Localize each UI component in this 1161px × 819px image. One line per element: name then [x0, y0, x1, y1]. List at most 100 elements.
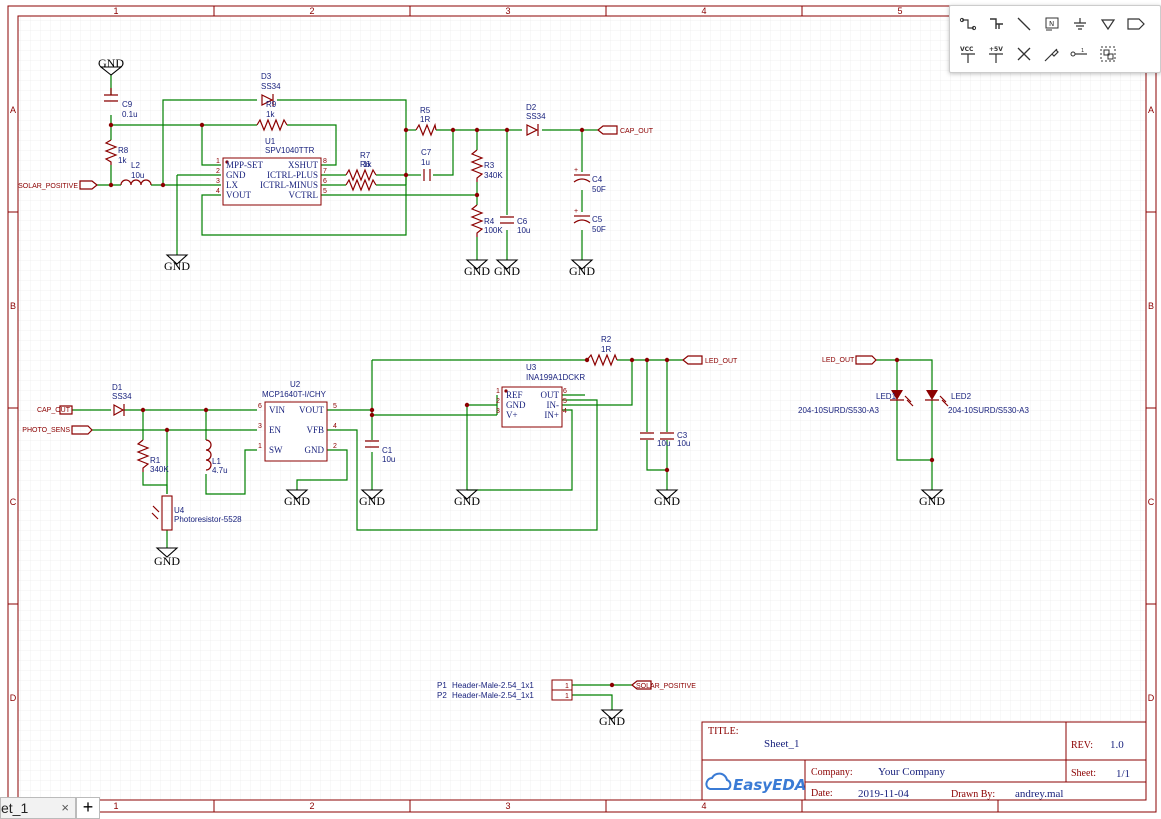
- svg-text:SW: SW: [269, 445, 283, 455]
- noconnect-icon[interactable]: [1012, 42, 1036, 66]
- resistor-r4[interactable]: R4 100K: [470, 204, 503, 237]
- ground-icon[interactable]: [1068, 12, 1092, 36]
- wires-section-a: [96, 75, 598, 260]
- svg-text:C6: C6: [517, 217, 528, 226]
- svg-text:ICTRL-MINUS: ICTRL-MINUS: [260, 180, 318, 190]
- inductor-l1[interactable]: L1 4.7u: [205, 439, 228, 475]
- supercap-c4[interactable]: + C4 50F: [573, 167, 606, 194]
- header-p1[interactable]: 1 P1 Header-Male-2.54_1x1: [437, 679, 573, 691]
- inductor-l2[interactable]: L2 10u: [120, 161, 152, 186]
- resistor-r5[interactable]: R5 1R: [415, 106, 437, 137]
- svg-text:LED1: LED1: [876, 392, 897, 401]
- photoresistor-u4[interactable]: U4 Photoresistor-5528: [151, 495, 242, 531]
- wire-icon[interactable]: [956, 12, 980, 36]
- svg-text:D3: D3: [261, 72, 272, 81]
- junctions-led: [894, 357, 935, 463]
- header-p2[interactable]: 1 P2 Header-Male-2.54_1x1: [437, 689, 573, 701]
- svg-text:INA199A1DCKR: INA199A1DCKR: [526, 373, 585, 382]
- svg-text:340K: 340K: [484, 171, 503, 180]
- diode-d1[interactable]: D1 SS34: [112, 383, 132, 417]
- netflag-gnd-icon[interactable]: [1096, 12, 1120, 36]
- netport-cap-out-2[interactable]: CAP_OUT: [37, 405, 73, 415]
- vcc-icon[interactable]: VCC: [956, 42, 980, 66]
- svg-text:MPP-SET: MPP-SET: [226, 160, 264, 170]
- svg-text:L1: L1: [212, 457, 221, 466]
- group-icon[interactable]: [1096, 42, 1120, 66]
- col-label: 3: [505, 801, 510, 811]
- netport-led-out-2[interactable]: LED_OUT: [822, 355, 877, 365]
- probe-icon[interactable]: [1040, 42, 1064, 66]
- company-label: Company:: [811, 767, 853, 778]
- gnd-symbol: GND: [919, 489, 945, 508]
- led-led2[interactable]: LED2 204-10SURD/S530-A3: [925, 390, 1029, 415]
- capacitor-c2[interactable]: 10u: [640, 432, 670, 448]
- drawn-label: Drawn By:: [951, 789, 995, 800]
- led-led1[interactable]: LED1 204-10SURD/S530-A3: [798, 390, 914, 415]
- svg-text:R8: R8: [118, 146, 129, 155]
- line-icon[interactable]: [1012, 12, 1036, 36]
- tab-sheet-1[interactable]: et_1 ×: [0, 797, 76, 819]
- netport-photo-sens[interactable]: PHOTO_SENS: [22, 425, 93, 435]
- easyeda-logo: EasyEDA: [705, 772, 806, 794]
- netport-solar-positive[interactable]: SOLAR_POSITIVE: [18, 180, 98, 190]
- row-label: D: [1148, 693, 1155, 703]
- ic-u2[interactable]: U2 MCP1640T-I/CHY VIN EN SW VOUT VFB GND…: [258, 380, 337, 462]
- netport-led-out[interactable]: LED_OUT: [682, 355, 738, 365]
- capacitor-c1[interactable]: C1 10u: [365, 440, 395, 464]
- junctions-a: [108, 122, 585, 198]
- pin-icon[interactable]: 1: [1068, 42, 1092, 66]
- resistor-r2[interactable]: R2 1R: [586, 335, 618, 367]
- rev-value: 1.0: [1110, 739, 1124, 751]
- close-icon[interactable]: ×: [61, 800, 69, 815]
- netport-solar-positive-2[interactable]: SOLAR_POSITIVE: [631, 680, 696, 690]
- svg-text:GND: GND: [305, 445, 325, 455]
- svg-text:10u: 10u: [517, 226, 530, 235]
- svg-text:1: 1: [496, 388, 500, 395]
- svg-text:C7: C7: [421, 148, 432, 157]
- diode-d2[interactable]: D2 SS34: [526, 103, 546, 136]
- resistor-r7[interactable]: R7 R6: [345, 151, 377, 182]
- svg-text:50F: 50F: [592, 225, 606, 234]
- resistor-r8[interactable]: R8 1k: [104, 139, 129, 165]
- svg-text:10u: 10u: [382, 455, 395, 464]
- supercap-c5[interactable]: + C5 50F: [573, 208, 606, 234]
- svg-text:1: 1: [565, 693, 569, 700]
- svg-text:5: 5: [323, 188, 327, 195]
- plus5v-icon[interactable]: +5V: [984, 42, 1008, 66]
- row-label: D: [10, 693, 17, 703]
- svg-text:REF: REF: [506, 390, 523, 400]
- resistor-r9[interactable]: R9 1k: [256, 100, 288, 132]
- bus-icon[interactable]: [984, 12, 1008, 36]
- svg-text:VCC: VCC: [960, 46, 974, 53]
- svg-text:C3: C3: [677, 431, 688, 440]
- junction-header: [609, 682, 615, 688]
- svg-text:+: +: [574, 208, 578, 215]
- resistor-r6[interactable]: 1k: [345, 160, 377, 192]
- capacitor-c9[interactable]: C9 0.1u: [104, 88, 138, 119]
- netport-icon[interactable]: [1124, 12, 1148, 36]
- row-label: C: [10, 497, 17, 507]
- ic-u3[interactable]: U3 INA199A1DCKR REF GND V+ OUT IN- IN+ 1…: [496, 363, 585, 428]
- svg-text:VCTRL: VCTRL: [288, 190, 318, 200]
- svg-text:50F: 50F: [592, 185, 606, 194]
- col-label: 5: [897, 6, 902, 16]
- netport-cap-out[interactable]: CAP_OUT: [597, 125, 654, 135]
- svg-text:100K: 100K: [484, 226, 503, 235]
- rev-label: REV:: [1071, 740, 1093, 751]
- resistor-r3[interactable]: R3 340K: [470, 149, 503, 182]
- svg-text:R9: R9: [266, 100, 277, 109]
- capacitor-c7[interactable]: C7 1u: [421, 148, 432, 181]
- svg-text:V+: V+: [506, 410, 518, 420]
- capacitor-c6[interactable]: C6 10u: [500, 216, 530, 235]
- netlabel-icon[interactable]: N: [1040, 12, 1064, 36]
- diode-d3[interactable]: D3 SS34: [261, 72, 281, 106]
- svg-text:N: N: [1049, 20, 1054, 28]
- capacitor-c3[interactable]: C3 10u: [660, 431, 690, 448]
- svg-text:SOLAR_POSITIVE: SOLAR_POSITIVE: [636, 683, 696, 690]
- ic-u1[interactable]: U1 SPV1040TTR MPP-SET GND LX VOUT XSHUT …: [216, 137, 327, 206]
- svg-text:R4: R4: [484, 217, 495, 226]
- add-sheet-button[interactable]: +: [76, 797, 100, 819]
- resistor-r1[interactable]: R1 340K: [136, 439, 169, 474]
- svg-text:R7: R7: [360, 151, 371, 160]
